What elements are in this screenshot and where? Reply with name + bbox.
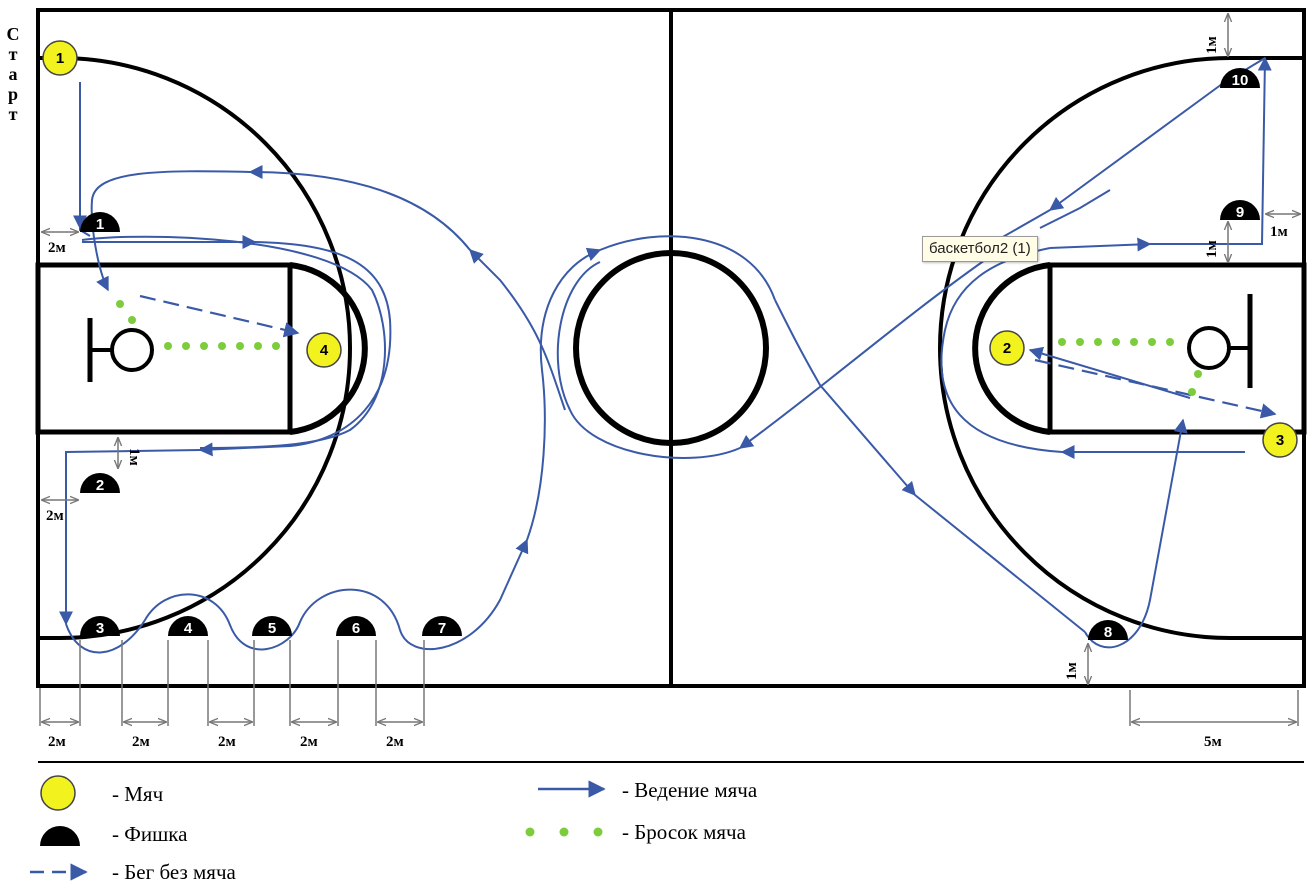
dim-left-1m: 1м	[126, 448, 142, 466]
svg-text:10: 10	[1232, 72, 1249, 89]
dim-bottom-3: 2м	[218, 734, 236, 750]
dim-bottom-4: 2м	[300, 734, 318, 750]
ball-4: 4	[306, 332, 342, 368]
dim-right-1m-under9: 1м	[1204, 240, 1220, 258]
cone-10: 10	[1220, 68, 1260, 89]
center-circle	[573, 250, 769, 446]
dimension-labels: 2м 1м 2м 2м 2м 2м 2м 2м 1м 1м 1м 1м 5м	[46, 36, 1288, 750]
dribble-center-to-top-left	[469, 249, 566, 411]
cone-9: 9	[1220, 200, 1260, 221]
right-key	[1047, 262, 1307, 435]
image-tooltip: баскетбол2 (1)	[922, 236, 1038, 262]
dribble-around-cone-1	[79, 110, 91, 237]
legend-cone-label: - Фишка	[112, 822, 188, 846]
svg-text:3: 3	[1276, 432, 1284, 449]
dribble-to-right-half	[774, 299, 916, 497]
start-label-letter: т	[8, 104, 18, 124]
dribble-cone-9-up	[1150, 56, 1272, 245]
right-basket	[1187, 326, 1231, 370]
start-label-letter: а	[8, 64, 18, 84]
legend-cone-icon	[40, 826, 80, 846]
dribble-to-cone-9	[1049, 237, 1152, 252]
svg-text:4: 4	[320, 342, 329, 359]
dribble-to-cone-8	[914, 494, 1086, 633]
dribble-inner-left-arc	[81, 235, 386, 449]
dim-bottom-5: 2м	[386, 734, 404, 750]
cone-6: 6	[336, 616, 376, 637]
legend-shot-icon	[525, 827, 603, 837]
right-three-point-arc	[938, 56, 1304, 640]
shot-dots	[116, 300, 1202, 396]
left-free-throw-semicircle	[289, 262, 368, 435]
dribble-up-center	[526, 247, 602, 541]
dribble-around-cone-8	[1084, 418, 1188, 649]
legend-symbols	[30, 775, 606, 881]
dim-right-1m-bottom: 1м	[1064, 662, 1080, 680]
ball-1: 1	[42, 40, 78, 76]
run-right-return-line	[1028, 346, 1191, 399]
run-left-to-ball-4	[139, 294, 300, 338]
dribble-right-arc	[940, 247, 1063, 453]
cone-1: 1	[80, 212, 120, 233]
cone-2: 2	[80, 473, 120, 494]
dim-bottom-1: 2м	[48, 734, 66, 750]
start-label: С т а р т	[4, 24, 22, 124]
dribble-slalom	[65, 538, 529, 654]
cone-5: 5	[252, 616, 292, 637]
dim-right-1m-side: 1м	[1270, 224, 1288, 240]
dribble-top-left-return	[90, 170, 251, 292]
svg-text:1: 1	[96, 216, 104, 233]
left-key	[35, 262, 293, 435]
start-label-letter: т	[8, 44, 18, 64]
svg-text:2: 2	[96, 477, 104, 494]
svg-text:4: 4	[184, 620, 193, 637]
dribble-diagonal-down	[1048, 83, 1223, 211]
legend-ball-label: - Мяч	[112, 782, 164, 806]
dim-left-2m-mid: 2м	[46, 508, 64, 524]
svg-text:2: 2	[1003, 340, 1011, 357]
balls: 1 4 2 3	[42, 40, 1298, 458]
legend-dribble-label: - Ведение мяча	[622, 778, 758, 802]
dim-left-2m-top: 2м	[48, 240, 66, 256]
dribble-back-left	[59, 449, 201, 626]
dimension-lines	[39, 14, 1300, 726]
legend-shot-label: - Бросок мяча	[622, 820, 746, 844]
svg-text:1: 1	[56, 50, 64, 67]
cone-7: 7	[422, 616, 462, 637]
dim-bottom-2: 2м	[132, 734, 150, 750]
dribble-top-left-loop	[248, 165, 471, 251]
right-free-throw-semicircle	[972, 262, 1051, 435]
ball-3: 3	[1262, 422, 1298, 458]
cones: 1 2 3 4 5 6 7 8	[80, 68, 1260, 641]
svg-text:7: 7	[438, 620, 446, 637]
legend-ball-icon	[40, 775, 76, 811]
cone-4: 4	[168, 616, 208, 637]
start-label-letter: р	[7, 84, 18, 104]
start-label-letter: С	[6, 24, 20, 44]
dribble-right-arrow-tip	[1039, 189, 1111, 229]
svg-text:8: 8	[1104, 624, 1112, 641]
ball-2: 2	[989, 330, 1025, 366]
dribble-around-center-circle	[599, 235, 776, 301]
svg-text:3: 3	[96, 620, 104, 637]
svg-text:5: 5	[268, 620, 276, 637]
dribble-inner-center-loop	[556, 261, 741, 459]
cone-8: 8	[1088, 620, 1128, 641]
dim-right-5m: 5м	[1204, 734, 1222, 750]
court-lines	[35, 8, 1307, 763]
legend-run-label: - Бег без мяча	[112, 860, 236, 884]
svg-text:9: 9	[1236, 204, 1244, 221]
dim-right-1m-top: 1м	[1204, 36, 1220, 54]
dribble-paths	[59, 56, 1272, 654]
left-basket	[110, 328, 154, 372]
dribble-wide-arc	[198, 241, 392, 457]
dribble-cross-to-center	[738, 259, 986, 449]
svg-text:6: 6	[352, 620, 360, 637]
left-three-point-arc	[38, 56, 352, 640]
cone-3: 3	[80, 616, 120, 637]
